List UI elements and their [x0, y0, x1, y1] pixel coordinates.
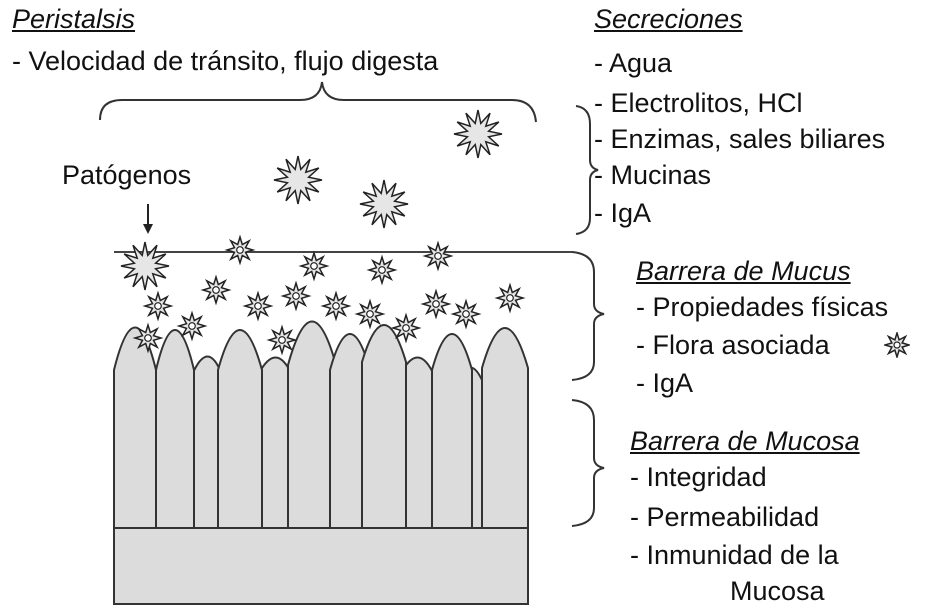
mucosa-barrier-heading: Barrera de Mucosa [630, 426, 860, 456]
flora-star-center [254, 302, 262, 310]
mucus-barrier-brace [571, 251, 605, 381]
villus [431, 333, 473, 529]
villus [287, 320, 337, 529]
peristalsis-item: - Velocidad de tránsito, flujo digesta [12, 46, 439, 76]
mucosa-barrier-item: - Inmunidad de la [630, 540, 839, 570]
flora-star-center [188, 322, 196, 330]
flora-star-center [506, 294, 514, 302]
mucus-barrier-item: - Propiedades físicas [636, 292, 889, 322]
flora-star-center [154, 302, 162, 310]
mucosa-barrier-item: - Integridad [630, 462, 767, 492]
peristalsis-heading: Peristalsis [12, 4, 136, 34]
flora-star-center [332, 302, 340, 310]
mucus-barrier-heading: Barrera de Mucus [636, 256, 851, 286]
secretions-item: - Mucinas [594, 160, 712, 190]
villus [155, 329, 195, 529]
flora-star-center [462, 310, 470, 318]
flora-star-center [432, 300, 440, 308]
flora-star-center [292, 292, 300, 300]
mucosa-barrier-brace [571, 399, 605, 527]
mucosa-barrier-item: - Permeabilidad [630, 502, 820, 532]
flora-star-center [378, 266, 386, 274]
pathogen-star [273, 155, 323, 205]
villus [217, 329, 263, 529]
villus [257, 356, 293, 529]
flora-star-center [893, 341, 901, 349]
flora-star-center [310, 262, 318, 270]
villus [361, 324, 407, 529]
secretions-item: - Electrolitos, HCl [594, 88, 803, 118]
flora-star-center [212, 286, 220, 294]
villus [481, 327, 529, 529]
villus [113, 326, 157, 529]
pathogens-label: Patógenos [62, 160, 192, 190]
flora-star-center [366, 310, 374, 318]
pathogen-star [359, 179, 409, 229]
flora-star-icon [884, 332, 910, 358]
secretions-heading: Secreciones [594, 4, 743, 34]
mucus-barrier-item: - Flora asociada [636, 330, 830, 360]
mucosa-barrier-item: Mucosa [730, 576, 825, 606]
submucosa-block [113, 527, 529, 605]
lumen-brace [99, 81, 537, 123]
secretions-item: - Enzimas, sales biliares [594, 124, 886, 154]
flora-star-center [434, 252, 442, 260]
flora-star-center [236, 246, 244, 254]
pathogen-arrowhead [143, 224, 153, 234]
villi [113, 320, 529, 529]
flora-star-center [402, 324, 410, 332]
pathogen-star [453, 109, 503, 159]
secretions-item: - IgA [594, 198, 652, 228]
flora-star-center [278, 336, 286, 344]
secretions-item: - Agua [594, 48, 673, 78]
secretions-brace [575, 105, 599, 235]
mucus-barrier-item: - IgA [636, 368, 694, 398]
stars-layer [120, 109, 526, 356]
pathogen-star [120, 241, 170, 291]
flora-star-center [144, 334, 152, 342]
